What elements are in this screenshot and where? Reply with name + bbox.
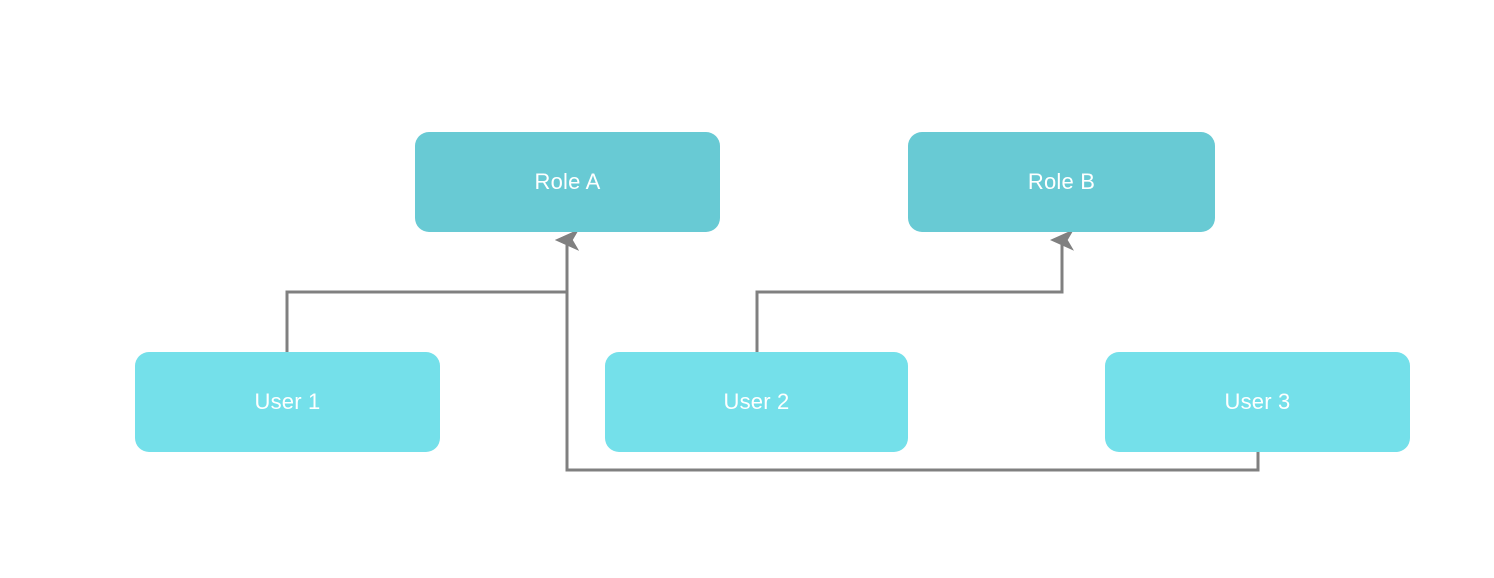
edge-user1-to-role-a [285,229,579,352]
node-role-b-label: Role B [1027,169,1096,194]
edge-user2-to-role-b [755,229,1074,352]
node-role-a[interactable]: Role A [415,132,720,232]
node-user-1[interactable]: User 1 [135,352,440,452]
node-user-2[interactable]: User 2 [605,352,908,452]
node-role-b[interactable]: Role B [908,132,1215,232]
node-role-a-label: Role A [534,169,601,194]
node-user-3-label: User 3 [1224,389,1291,414]
node-user-1-label: User 1 [254,389,321,414]
node-user-3[interactable]: User 3 [1105,352,1410,452]
node-user-2-label: User 2 [723,389,790,414]
